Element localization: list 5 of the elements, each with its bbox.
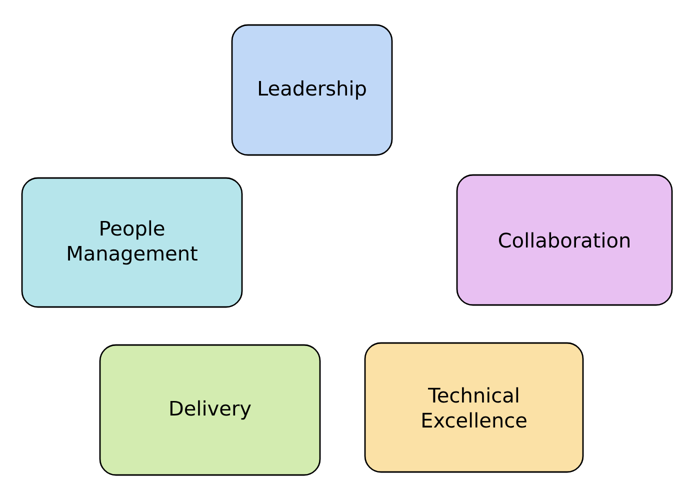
rounded-box: Leadership xyxy=(231,24,393,156)
rounded-box: Technical Excellence xyxy=(364,342,584,473)
rounded-box: Delivery xyxy=(99,344,321,476)
rounded-box: Collaboration xyxy=(456,174,673,306)
rounded-box: People Management xyxy=(21,177,243,308)
